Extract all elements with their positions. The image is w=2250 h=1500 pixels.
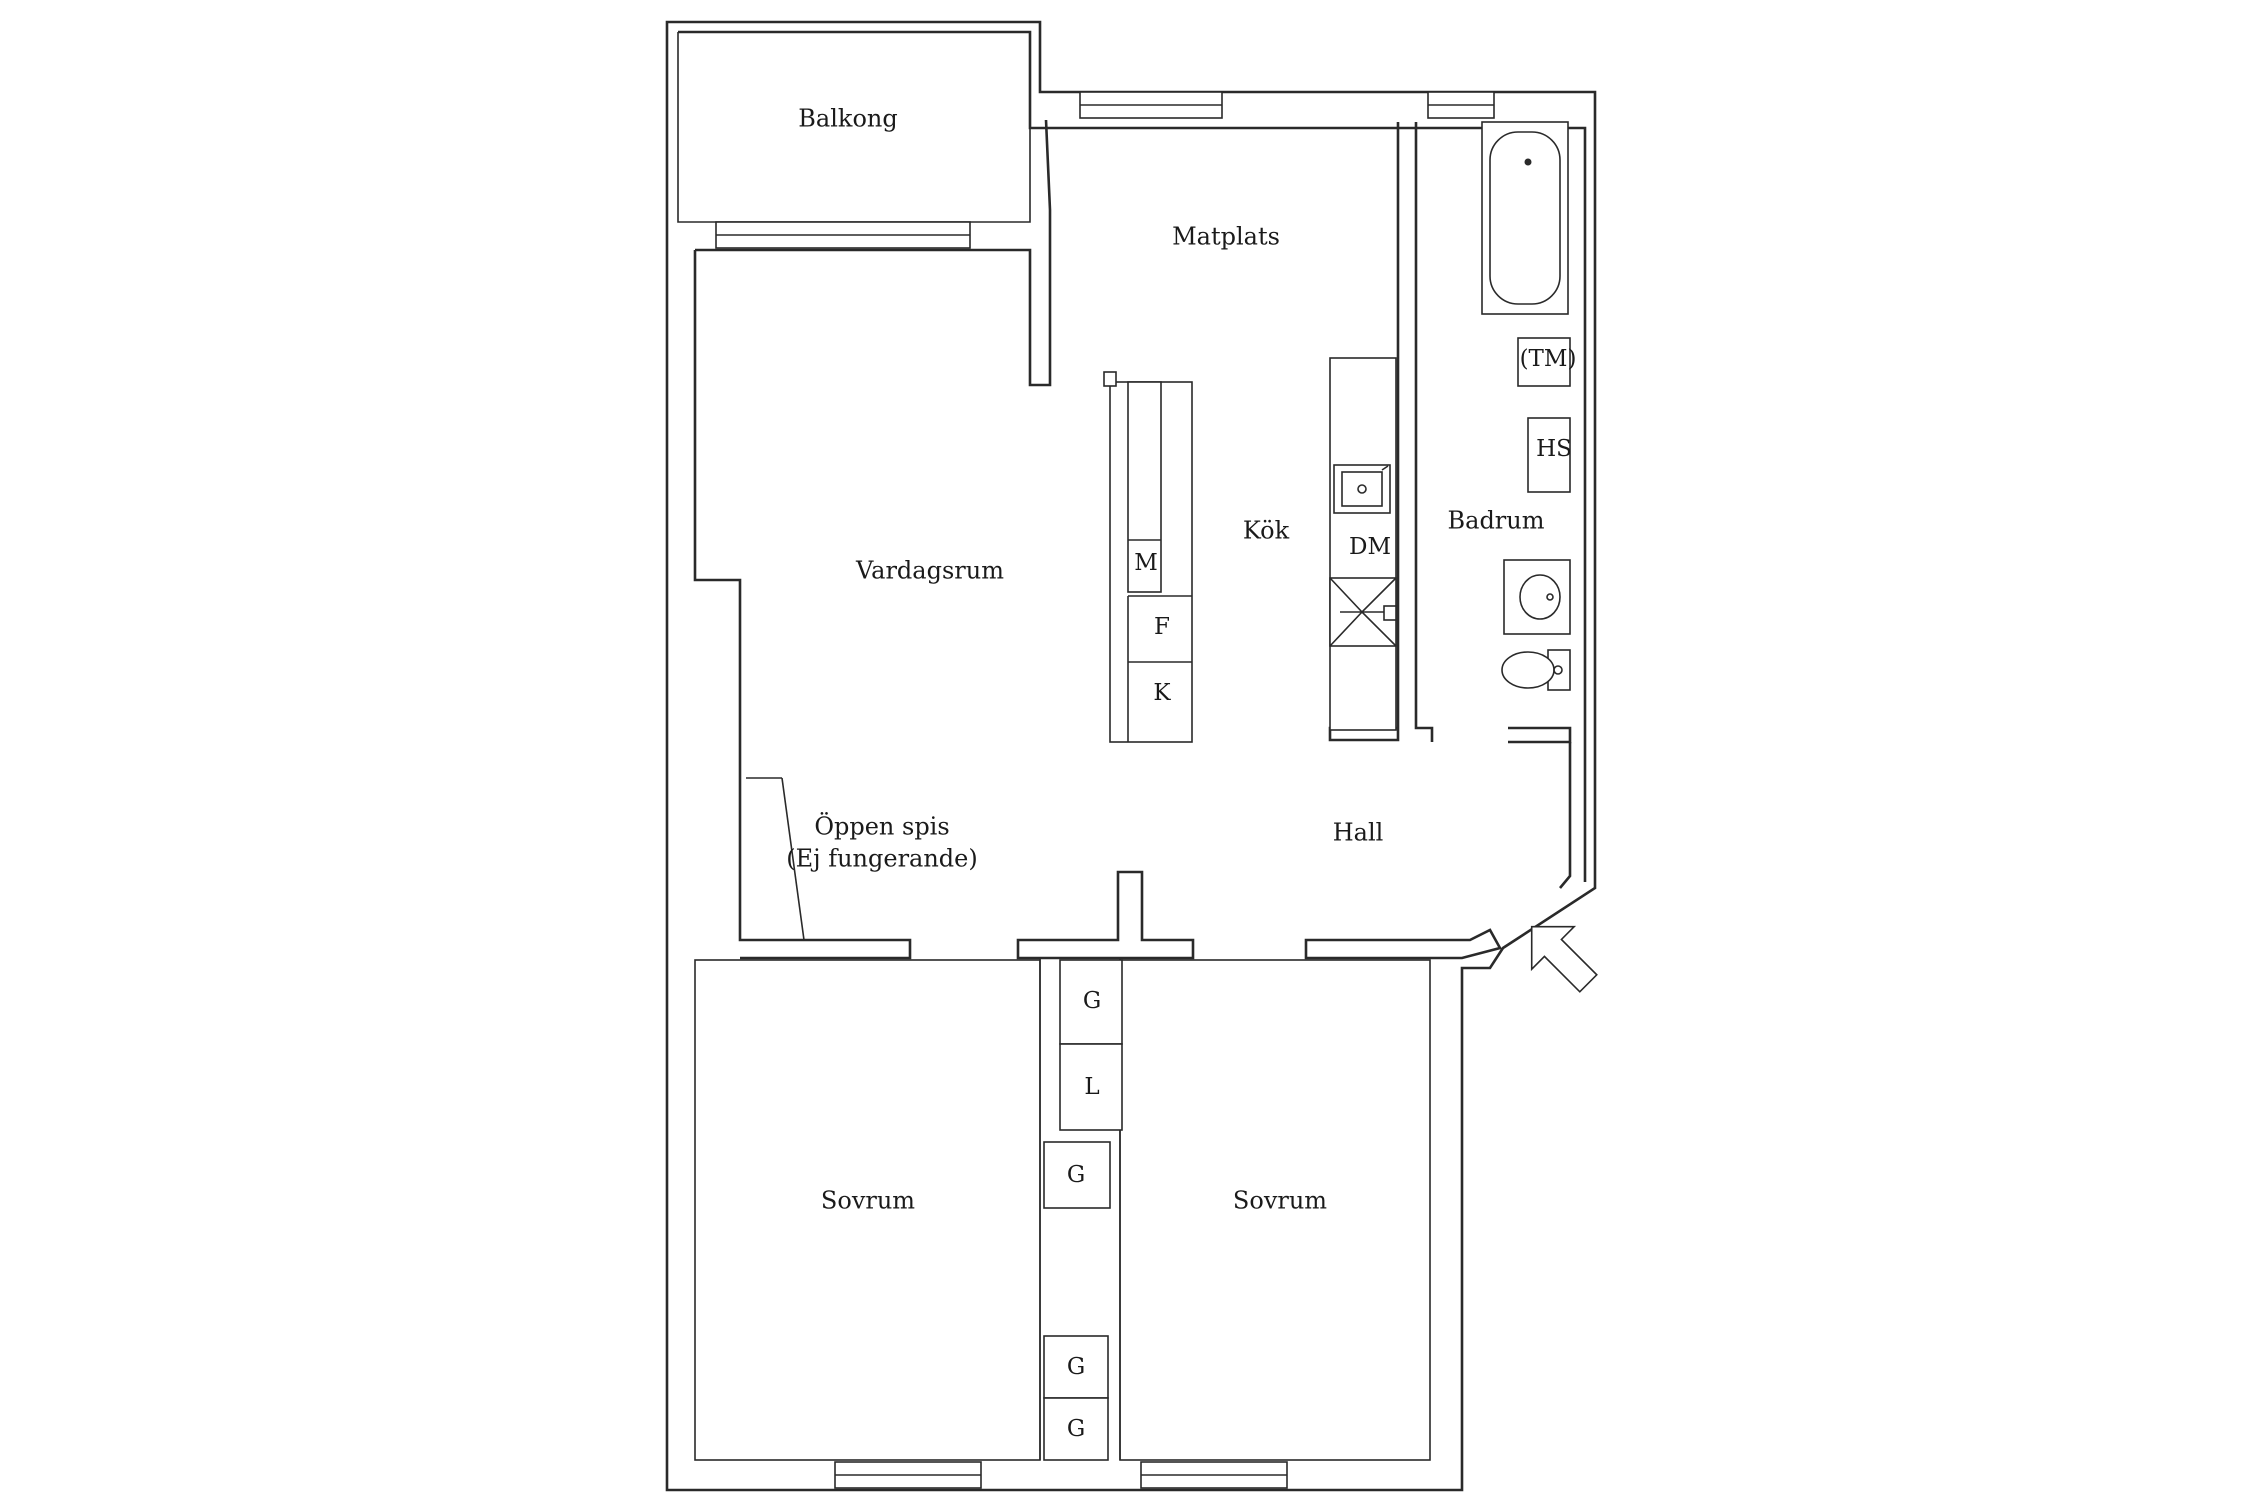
fixture-label-k: K — [1153, 680, 1171, 706]
room-label-badrum: Badrum — [1448, 507, 1545, 535]
room-label-vardagsrum: Vardagsrum — [855, 557, 1004, 585]
room-label-oppen-spis: Öppen spis — [814, 812, 949, 841]
room-label-hall: Hall — [1333, 819, 1384, 847]
fixture-label-m: M — [1134, 550, 1158, 576]
room-label-kok: Kök — [1243, 517, 1290, 545]
toilet-icon — [1501, 649, 1571, 691]
room-label-matplats: Matplats — [1172, 223, 1280, 251]
entrance-arrow-icon — [1530, 925, 1598, 993]
fixture-label-hs: HS — [1536, 436, 1572, 462]
top-windows — [834, 91, 1495, 1489]
fixture-label-tm: (TM) — [1520, 346, 1577, 372]
balcony — [677, 32, 1031, 249]
fixture-label-g2: G — [1067, 1162, 1085, 1188]
fixture-label-f: F — [1154, 614, 1170, 640]
room-label-ej-fungerande: (Ej fungerande) — [786, 845, 977, 873]
fixture-label-g3: G — [1067, 1354, 1085, 1380]
fixture-label-dm: DM — [1349, 534, 1391, 560]
kitchen-island — [1103, 371, 1193, 743]
kitchen-counter — [1329, 357, 1397, 731]
bathroom-fixtures — [1481, 121, 1571, 691]
kitchen-sink-icon — [1333, 464, 1391, 514]
fixture-label-l: L — [1084, 1074, 1099, 1100]
washbasin-icon — [1503, 559, 1571, 635]
room-label-sovrum-left: Sovrum — [821, 1187, 915, 1215]
bedrooms — [694, 958, 1431, 1461]
fixture-label-g1: G — [1083, 988, 1101, 1014]
closets — [1043, 959, 1123, 1461]
fixture-label-g4: G — [1067, 1416, 1085, 1442]
room-label-balkong: Balkong — [798, 105, 897, 133]
room-label-sovrum-right: Sovrum — [1233, 1187, 1327, 1215]
